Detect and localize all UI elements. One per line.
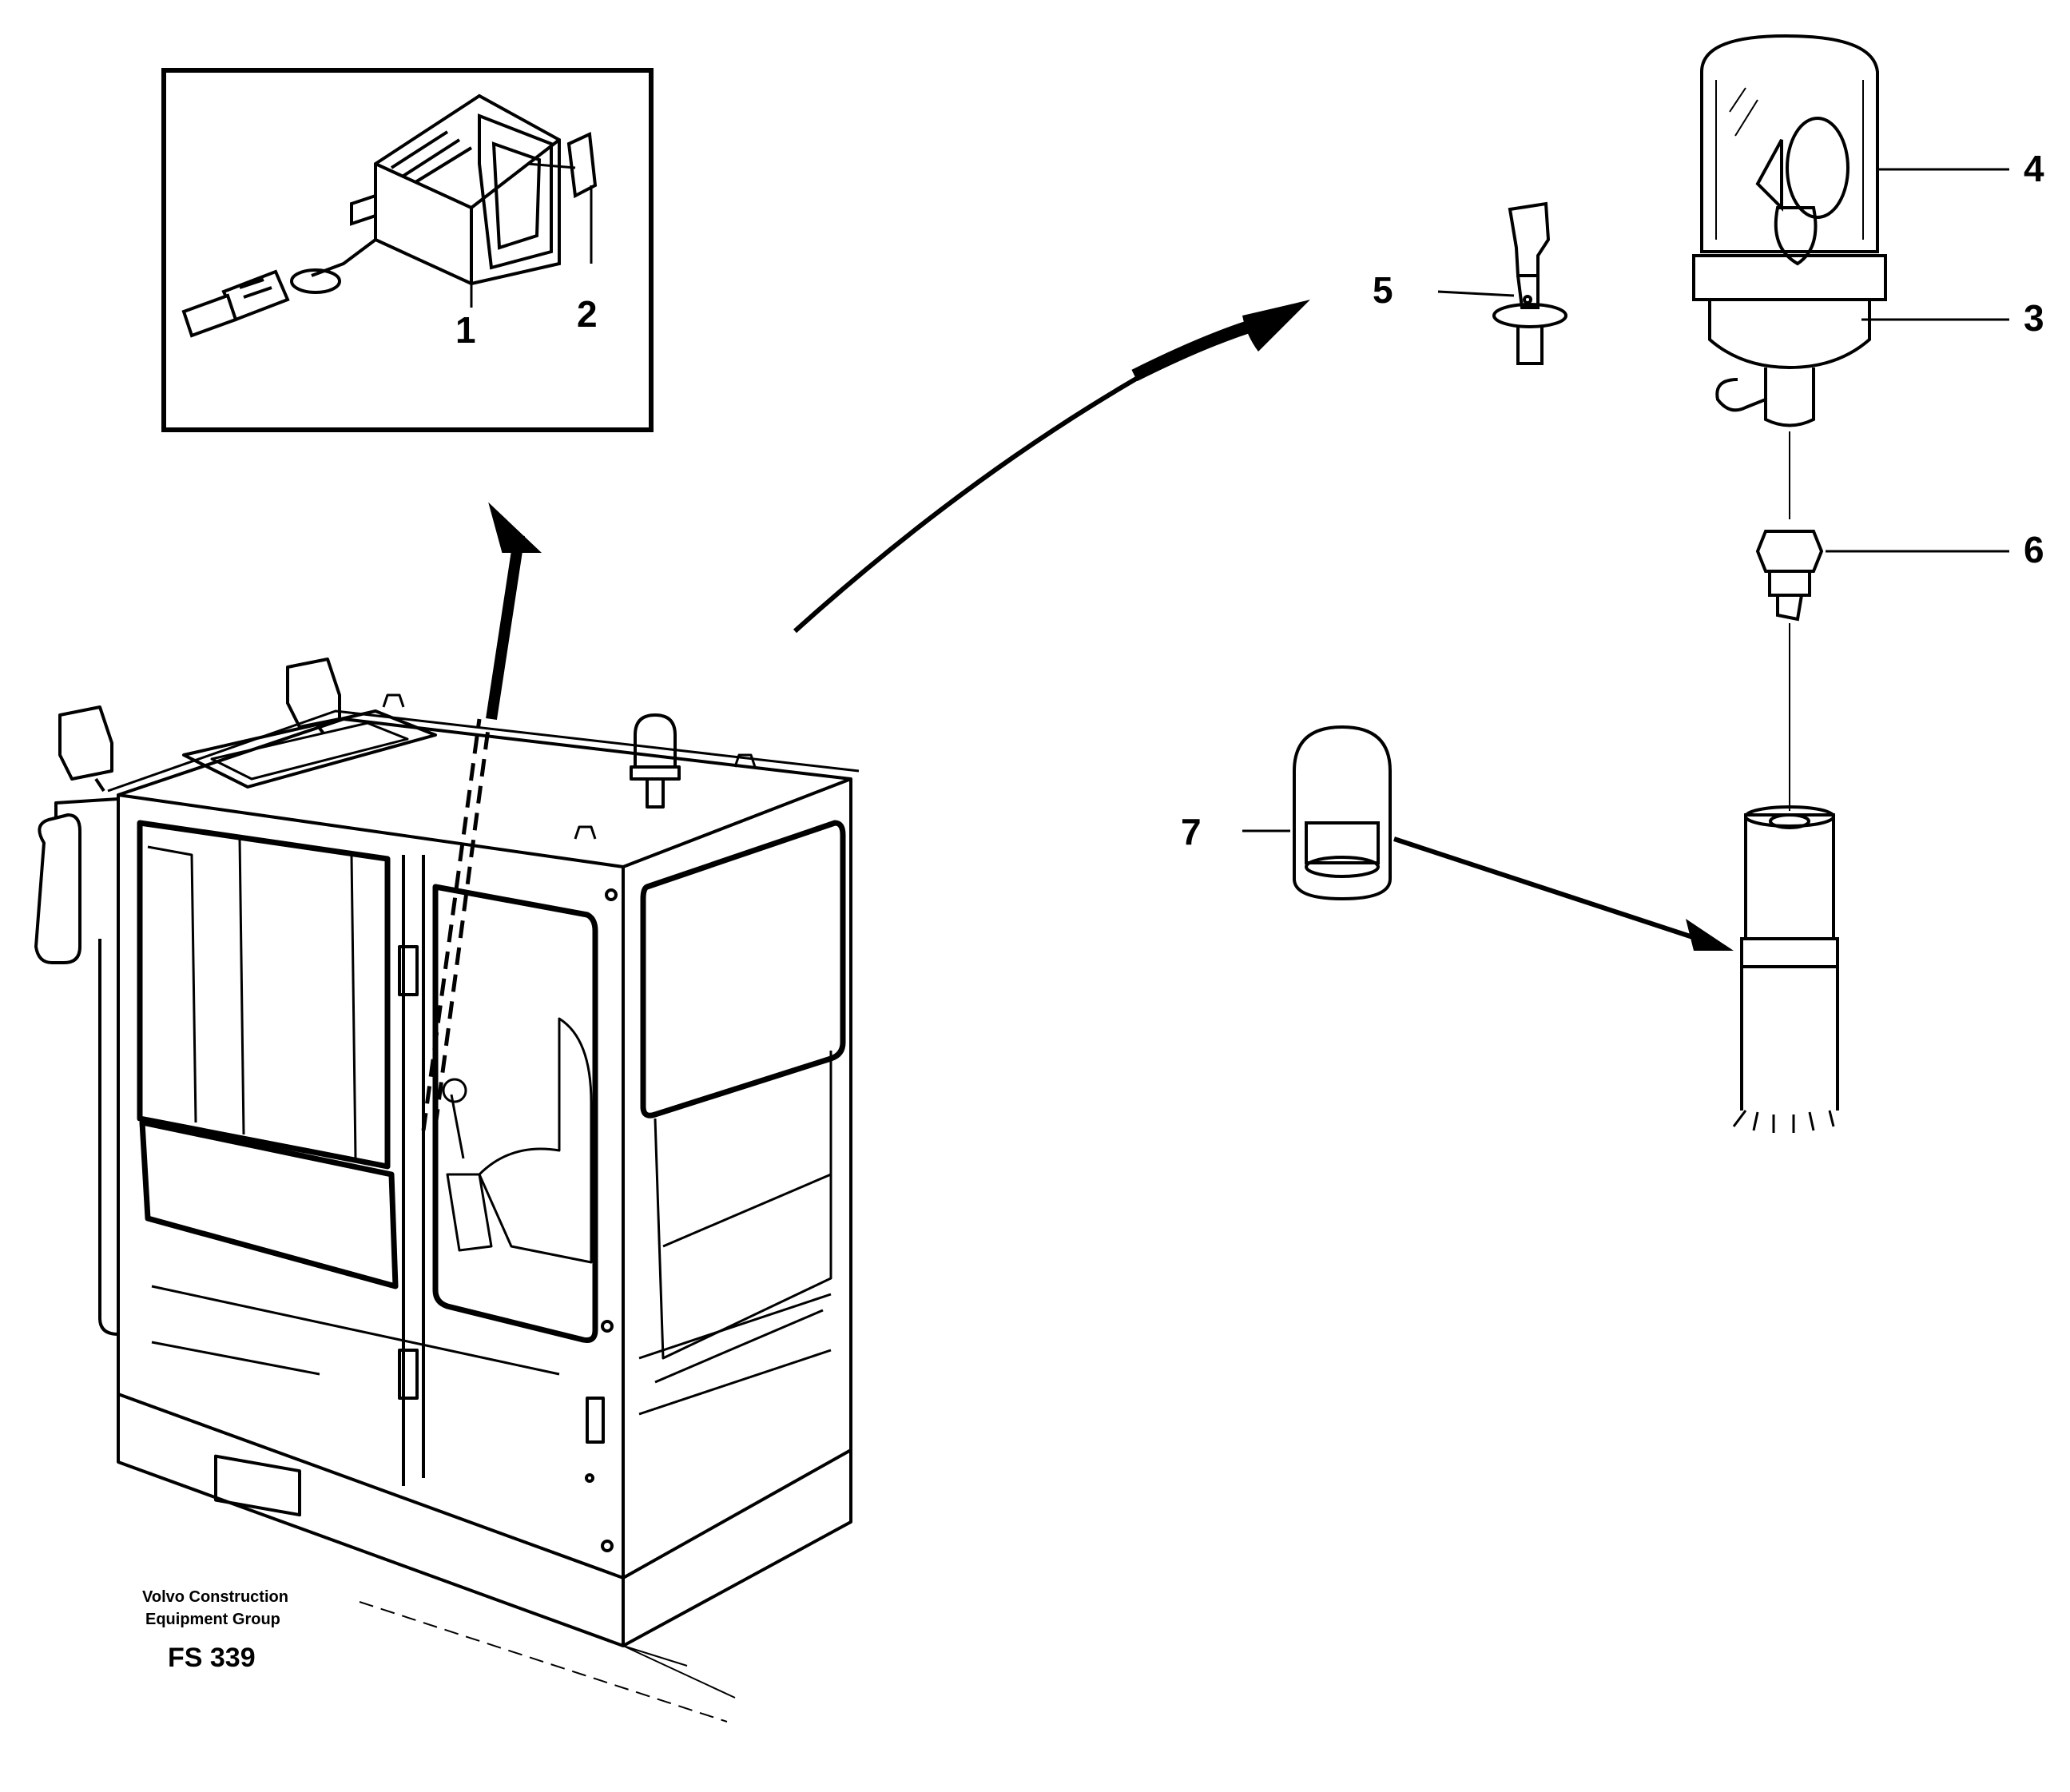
callout-3: 3 (2024, 297, 2044, 339)
leader-5 (1437, 290, 1515, 297)
rotating-beacon-dome-icon (1700, 34, 1879, 266)
beacon-pointer-arrow (793, 300, 1310, 634)
company-name-line-1: Volvo Construction (142, 1588, 288, 1606)
cap-pointer-arrow (1393, 836, 1734, 951)
rocker-switch-icon (181, 93, 561, 338)
switch-symbol-plate-icon (566, 132, 598, 199)
callout-7: 7 (1181, 811, 1202, 852)
connector-plug-icon (1755, 530, 1824, 811)
figure-id: FS 339 (168, 1643, 256, 1673)
callout-5: 5 (1373, 269, 1393, 311)
company-name-line-2: Equipment Group (145, 1611, 280, 1628)
bulb-holder-icon (1492, 201, 1567, 365)
callout-2: 2 (577, 293, 598, 335)
operator-cab-illustration (34, 658, 860, 1722)
inset-pointer (421, 502, 542, 1131)
beacon-base-icon (1692, 254, 1887, 519)
mounting-tube-icon (1732, 805, 1839, 1133)
protective-cap-icon (1293, 725, 1392, 901)
callout-6: 6 (2024, 529, 2044, 570)
callout-1: 1 (455, 309, 476, 351)
callout-4: 4 (2024, 148, 2044, 189)
switch-detail-inset (161, 68, 654, 432)
